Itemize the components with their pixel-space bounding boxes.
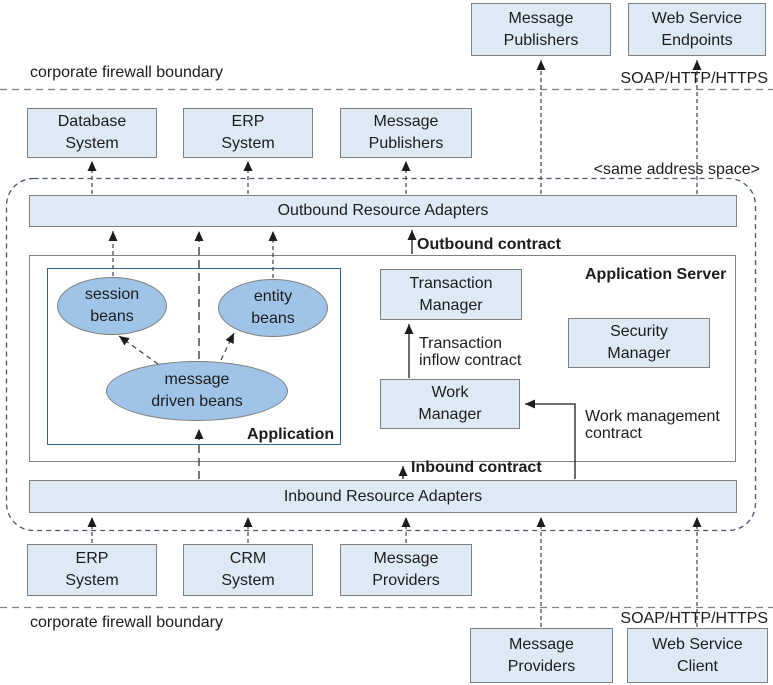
bar-label: Outbound Resource Adapters [277,202,489,219]
box-label: Message Providers [372,550,440,589]
firewall-boundary-label-top: corporate firewall boundary [30,64,223,81]
transaction-inflow-contract-label: Transaction inflow contract [419,335,522,369]
box-label: ERP System [221,113,275,152]
inbound-contract-label: Inbound contract [411,459,542,476]
ellipse-session-beans: session beans [57,277,167,335]
ellipse-label: entity beans [251,288,295,327]
box-transaction-manager: Transaction Manager [380,269,522,320]
box-web-service-client: Web Service Client [627,628,768,683]
bar-outbound-resource-adapters: Outbound Resource Adapters [29,195,737,227]
box-crm-system: CRM System [183,544,313,596]
box-label: ERP System [65,550,119,589]
work-management-contract-label: Work management contract [585,408,720,442]
firewall-boundary-label-bottom: corporate firewall boundary [30,614,223,631]
box-label: Message Publishers [368,113,444,152]
box-message-publishers-external-top: Message Publishers [471,3,611,56]
box-work-manager: Work Manager [380,379,520,429]
box-web-service-endpoints: Web Service Endpoints [628,3,766,56]
bar-inbound-resource-adapters: Inbound Resource Adapters [29,480,737,513]
box-label: Web Service Client [652,635,743,675]
box-message-publishers-mid: Message Publishers [340,108,472,158]
box-label: Security Manager [607,323,671,362]
application-label: Application [247,426,335,443]
ellipse-label: session beans [84,286,140,325]
same-address-space-label: <same address space> [593,161,760,178]
ellipse-label: message driven beans [151,371,243,410]
box-label: CRM System [221,550,275,589]
soap-protocol-label-top: SOAP/HTTP/HTTPS [620,70,768,87]
box-erp-system-top: ERP System [183,108,313,158]
box-label: Work Manager [418,384,482,423]
box-label: Web Service Endpoints [651,9,743,49]
box-label: Transaction Manager [409,274,493,314]
box-security-manager: Security Manager [568,318,710,368]
box-erp-system-bottom: ERP System [27,544,157,596]
box-label: Message Publishers [503,9,579,49]
ellipse-message-driven-beans: message driven beans [106,361,288,421]
box-label: Database System [57,113,127,152]
ellipse-entity-beans: entity beans [218,279,328,337]
box-label: Message Providers [507,635,576,675]
soap-protocol-label-bottom: SOAP/HTTP/HTTPS [620,610,768,627]
box-database-system: Database System [27,108,157,158]
box-message-providers-external-bottom: Message Providers [470,628,613,683]
application-server-label: Application Server [585,266,727,283]
outbound-contract-label: Outbound contract [417,236,561,253]
box-message-providers-mid: Message Providers [340,544,472,596]
bar-label: Inbound Resource Adapters [283,487,483,505]
